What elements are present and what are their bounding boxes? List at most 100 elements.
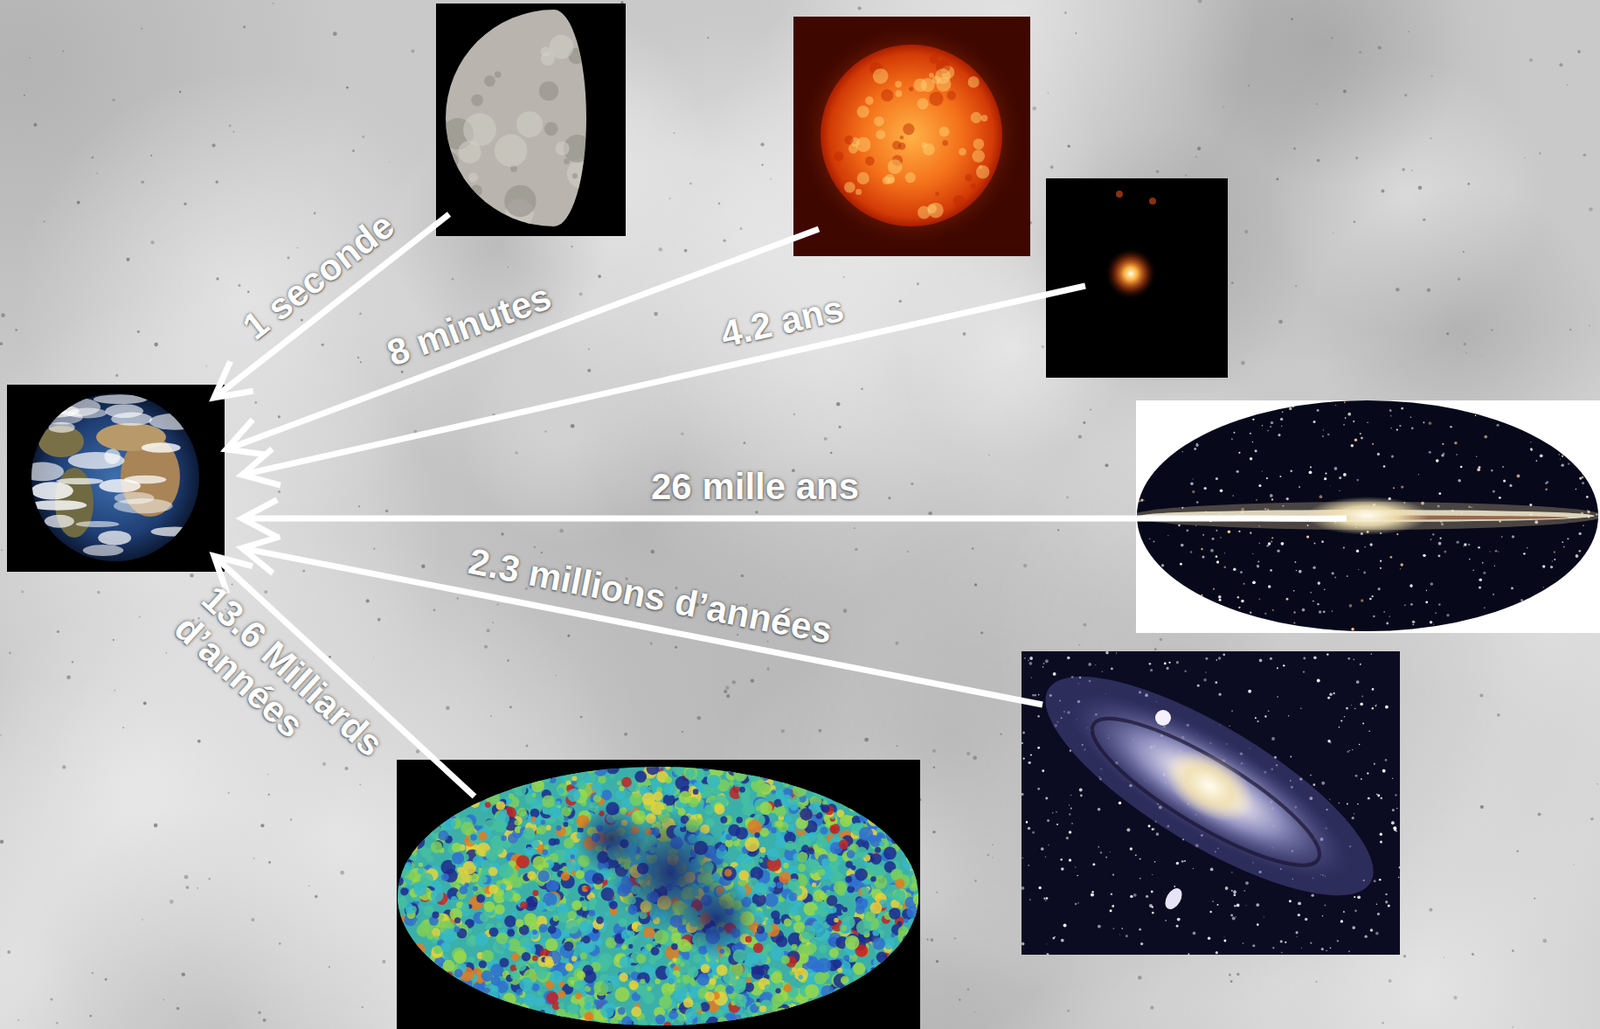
cmb-fluctuation bbox=[904, 955, 916, 968]
milky-way-star bbox=[1579, 476, 1582, 479]
andromeda-star bbox=[1115, 651, 1117, 653]
milky-way-star bbox=[1383, 464, 1386, 468]
cmb-fluctuation bbox=[821, 1005, 836, 1020]
milky-way-star bbox=[1526, 547, 1528, 548]
milky-way-star bbox=[1542, 564, 1545, 568]
moon-crater bbox=[567, 158, 598, 189]
milky-way-star bbox=[1153, 408, 1156, 411]
sky-star bbox=[197, 739, 201, 743]
sky-star bbox=[1577, 49, 1581, 54]
milky-way-star bbox=[1276, 549, 1280, 553]
sky-star bbox=[415, 748, 420, 753]
milky-way-star bbox=[1356, 549, 1359, 553]
andromeda-star bbox=[1398, 876, 1400, 878]
sky-star bbox=[1467, 182, 1470, 186]
andromeda-star bbox=[1139, 857, 1142, 859]
milky-way-star bbox=[1576, 594, 1578, 596]
sky-star bbox=[1353, 220, 1357, 223]
milky-way-star bbox=[1270, 540, 1273, 543]
sky-star bbox=[930, 937, 935, 942]
milky-way-star bbox=[1179, 562, 1183, 566]
sky-star bbox=[1588, 325, 1590, 326]
milky-way-star bbox=[1185, 528, 1189, 532]
sky-star bbox=[723, 689, 728, 693]
sky-star bbox=[1064, 11, 1067, 14]
milky-way-star bbox=[1151, 600, 1155, 603]
andromeda-star bbox=[1045, 796, 1048, 799]
andromeda-star bbox=[1310, 893, 1314, 896]
milky-way-star bbox=[1331, 571, 1335, 575]
cmb-fluctuation bbox=[504, 1004, 509, 1010]
milky-way-star bbox=[1588, 476, 1592, 479]
milky-way-star bbox=[1177, 524, 1180, 527]
sun-granule bbox=[953, 194, 966, 208]
sky-star bbox=[0, 839, 4, 844]
milky-way-star bbox=[1138, 500, 1140, 502]
andromeda-star bbox=[1033, 693, 1037, 697]
sky-star bbox=[90, 156, 94, 160]
sky-star bbox=[125, 257, 130, 262]
andromeda-star bbox=[1329, 797, 1330, 799]
sky-star bbox=[509, 705, 513, 708]
sky-star bbox=[150, 154, 153, 157]
sky-star bbox=[926, 937, 929, 940]
andromeda-star bbox=[1105, 651, 1109, 654]
milky-way-star bbox=[1193, 447, 1197, 451]
andromeda-star bbox=[1145, 894, 1149, 898]
sky-star bbox=[1047, 91, 1050, 94]
milky-way-star bbox=[1243, 582, 1246, 585]
milky-way-star bbox=[1567, 462, 1570, 465]
moon-frame bbox=[436, 3, 626, 236]
andromeda-star bbox=[1135, 853, 1137, 856]
cmb-fluctuation bbox=[867, 1016, 882, 1029]
cmb-fluctuation bbox=[487, 766, 495, 774]
sky-star bbox=[169, 899, 174, 904]
sky-star bbox=[980, 630, 984, 634]
earth-cloud bbox=[113, 498, 174, 513]
sky-star bbox=[650, 642, 653, 645]
sky-star bbox=[181, 971, 186, 976]
sky-star bbox=[1358, 50, 1362, 54]
milky-way-star bbox=[1434, 611, 1437, 614]
sky-star bbox=[33, 123, 37, 127]
andromeda-star bbox=[1356, 679, 1360, 684]
sky-star bbox=[112, 98, 116, 102]
milky-way-star bbox=[1390, 427, 1393, 430]
milky-way-star bbox=[1587, 428, 1590, 430]
cmb-fluctuation bbox=[430, 989, 436, 994]
sun-granule bbox=[981, 114, 989, 122]
andromeda-star bbox=[1151, 827, 1155, 831]
andromeda-star bbox=[1110, 892, 1114, 895]
andromeda-star bbox=[1090, 893, 1095, 897]
milky-way-star bbox=[1324, 472, 1327, 475]
sky-star bbox=[1566, 83, 1569, 86]
andromeda-star bbox=[1079, 788, 1083, 792]
cmb-fluctuation bbox=[466, 775, 472, 781]
milky-way-star bbox=[1521, 413, 1525, 417]
sky-star bbox=[1596, 782, 1599, 785]
milky-way-star bbox=[1429, 620, 1434, 624]
cmb-fluctuation bbox=[879, 782, 887, 790]
milky-way-star bbox=[1410, 416, 1412, 418]
andromeda-star bbox=[1231, 889, 1233, 892]
andromeda-star bbox=[1399, 865, 1400, 869]
milky-way-star bbox=[1455, 453, 1458, 456]
sky-star bbox=[247, 290, 250, 292]
andromeda-star bbox=[1351, 816, 1355, 819]
andromeda-star bbox=[1192, 931, 1197, 936]
sky-star bbox=[1078, 434, 1082, 438]
andromeda-star bbox=[1025, 820, 1029, 824]
milky-way-star bbox=[1460, 465, 1462, 468]
andromeda-star bbox=[1236, 903, 1240, 908]
milky-way-star bbox=[1509, 408, 1513, 411]
sky-star bbox=[1278, 319, 1283, 325]
milky-way-star bbox=[1271, 536, 1274, 539]
earth-cloud bbox=[83, 544, 125, 556]
andromeda-star bbox=[1070, 794, 1072, 796]
cmb-fluctuation bbox=[446, 1010, 461, 1025]
milky-way-star bbox=[1266, 477, 1268, 479]
milky-way-star bbox=[1586, 451, 1589, 454]
milky-way-star bbox=[1318, 609, 1322, 613]
milky-way-star bbox=[1147, 469, 1150, 472]
cmb-fluctuation bbox=[797, 863, 807, 873]
